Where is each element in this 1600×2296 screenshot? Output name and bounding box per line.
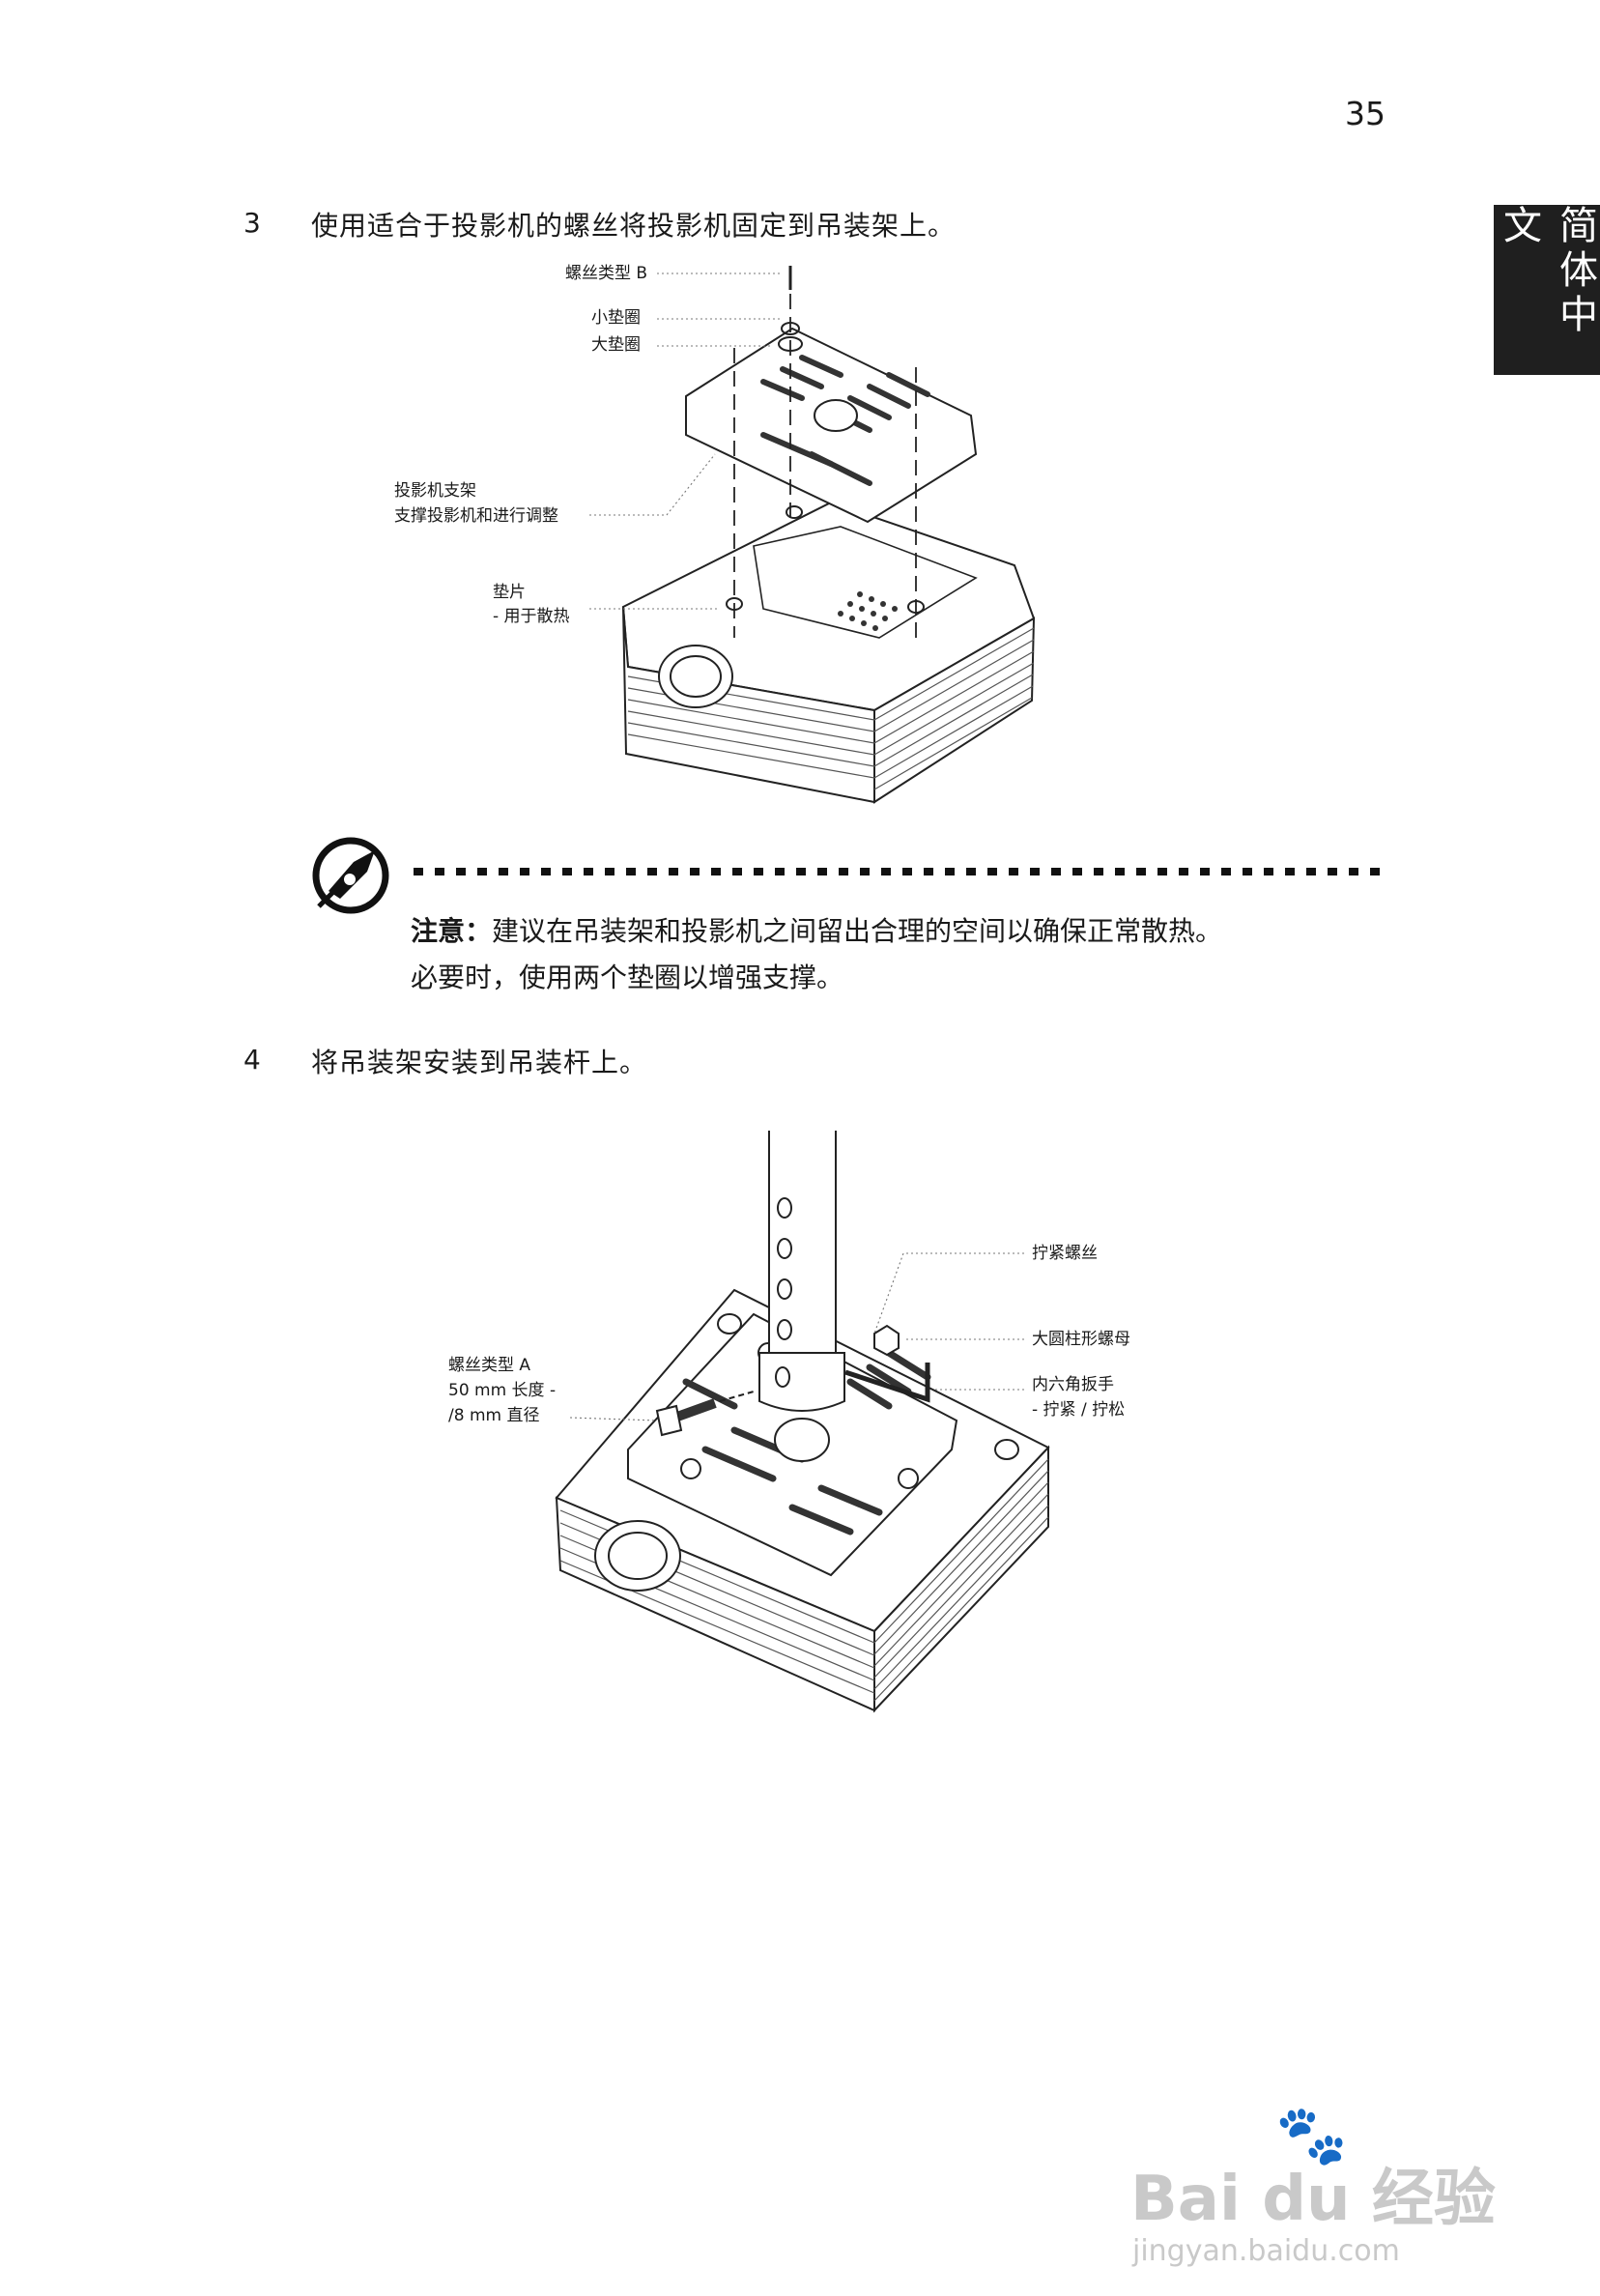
label-spacer-1: 垫片 (493, 583, 526, 602)
language-tab: 简体中文 (1494, 205, 1600, 375)
watermark-brand: Bai du 经验 (1130, 2164, 1496, 2235)
page-number: 35 (1345, 95, 1386, 132)
note-line-1: 建议在吊装架和投影机之间留出合理的空间以确保正常散热。 (492, 915, 1223, 947)
step-3-number: 3 (243, 207, 261, 239)
label-screw-a-1: 螺丝类型 A (448, 1356, 531, 1375)
label-bracket-2: 支撑投影机和进行调整 (394, 506, 558, 526)
step-4-number: 4 (243, 1044, 261, 1076)
label-large-washer: 大垫圈 (591, 335, 641, 355)
label-screw-type-b: 螺丝类型 B (565, 264, 648, 283)
note-line-2: 必要时，使用两个垫圈以增强支撑。 (411, 961, 844, 993)
note-title: 注意： (411, 915, 493, 947)
label-hex-key-1: 内六角扳手 (1032, 1375, 1114, 1394)
label-screw-a-3: /8 mm 直径 (448, 1406, 540, 1425)
label-small-washer: 小垫圈 (591, 308, 641, 328)
label-screw-a-2: 50 mm 长度 - (448, 1381, 557, 1400)
label-tighten-screw: 拧紧螺丝 (1032, 1244, 1098, 1263)
label-hex-key-2: - 拧紧 / 拧松 (1032, 1400, 1126, 1420)
label-bracket-1: 投影机支架 (394, 481, 476, 501)
ceiling-pole (768, 1131, 837, 1363)
baidu-watermark: 🐾 Bai du 经验 jingyan.baidu.com (1130, 2107, 1496, 2268)
watermark-paw-icon: 🐾 (1275, 2102, 1348, 2169)
note-body: 注意：建议在吊装架和投影机之间留出合理的空间以确保正常散热。 必要时，使用两个垫… (411, 908, 1222, 1001)
watermark-url: jingyan.baidu.com (1132, 2234, 1400, 2268)
label-spacer-2: - 用于散热 (493, 607, 570, 626)
language-tab-label: 简体中文 (1497, 205, 1597, 338)
label-cylinder-nut: 大圆柱形螺母 (1032, 1330, 1130, 1349)
step-3-text: 使用适合于投影机的螺丝将投影机固定到吊装架上。 (311, 210, 957, 242)
step-4-text: 将吊装架安装到吊装杆上。 (311, 1047, 648, 1078)
